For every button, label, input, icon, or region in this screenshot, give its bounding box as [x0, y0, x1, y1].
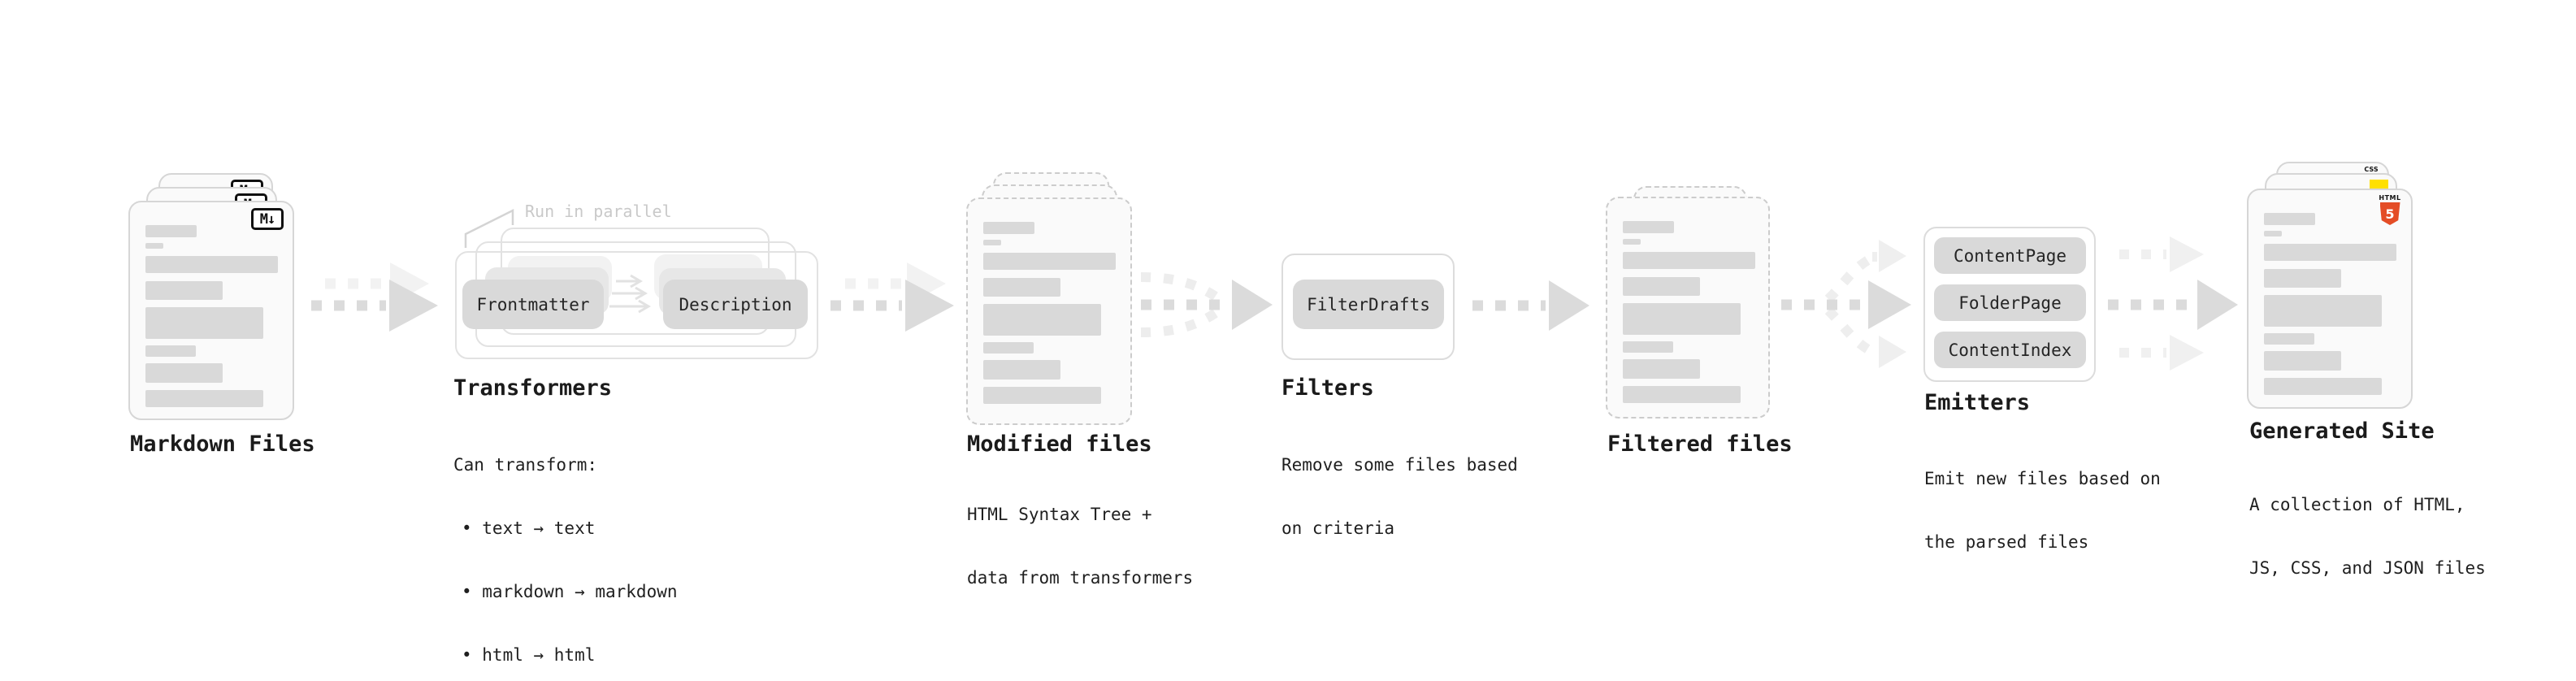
- pill-frontmatter: Frontmatter: [462, 280, 604, 329]
- skeleton-bar: [145, 225, 197, 237]
- arrow-markdown-to-transformers: [311, 262, 438, 332]
- skeleton-bar: [983, 342, 1034, 354]
- skeleton-bar: [2264, 269, 2341, 288]
- skeleton-bar: [2264, 295, 2382, 327]
- filtered-files-label: Filtered files: [1607, 432, 1793, 457]
- skeleton-bar: [983, 222, 1034, 234]
- modified-files-label: Modified files: [967, 432, 1152, 457]
- pill-contentindex: ContentIndex: [1934, 332, 2086, 368]
- skeleton-bar: [2264, 351, 2341, 371]
- modified-files-caption: HTML Syntax Tree + data from transformer…: [967, 505, 1194, 588]
- skeleton-bar: [2264, 213, 2315, 225]
- skeleton-bar: [983, 360, 1060, 380]
- skeleton-bar: [2264, 231, 2282, 236]
- filters-label: Filters: [1281, 375, 1374, 401]
- js-file-icon: [2370, 180, 2388, 189]
- skeleton-bar: [145, 256, 278, 273]
- html5-logo-icon: HTML 5: [2379, 194, 2401, 225]
- skeleton-bar: [2264, 333, 2314, 345]
- markdown-files-label: Markdown Files: [130, 432, 315, 457]
- pill-filterdrafts: FilterDrafts: [1293, 280, 1444, 329]
- generated-site-caption: A collection of HTML, JS, CSS, and JSON …: [2249, 495, 2486, 578]
- skeleton-bar: [145, 281, 223, 300]
- pill-folderpage: FolderPage: [1934, 284, 2086, 321]
- skeleton-bar: [145, 307, 263, 339]
- skeleton-bar: [145, 345, 196, 357]
- skeleton-bar: [1623, 341, 1673, 353]
- arrow-filtered-to-emitters-fanout: [1781, 240, 1911, 368]
- generated-site-card: HTML 5: [2247, 189, 2413, 409]
- skeleton-bar: [1623, 359, 1700, 379]
- arrow-emitters-to-generated: [2108, 236, 2238, 371]
- skeleton-bar: [1623, 239, 1641, 245]
- markdown-file-card: M↓: [128, 201, 294, 420]
- filters-caption: Remove some files based on criteria: [1281, 455, 1518, 538]
- skeleton-bar: [2264, 378, 2382, 395]
- emitters-label: Emitters: [1924, 390, 2031, 415]
- transformers-caption: Can transform: • text → text • markdown …: [453, 455, 678, 665]
- skeleton-bar: [1623, 277, 1700, 296]
- filtered-file-card: [1606, 197, 1770, 419]
- skeleton-bar: [1623, 252, 1755, 269]
- skeleton-bar: [983, 278, 1060, 297]
- generated-site-label: Generated Site: [2249, 419, 2435, 444]
- modified-file-card: [966, 197, 1132, 425]
- skeleton-bar: [983, 304, 1101, 336]
- skeleton-bar: [145, 243, 163, 249]
- markdown-badge-icon: M↓: [251, 208, 284, 230]
- pill-contentpage: ContentPage: [1934, 237, 2086, 274]
- emitters-caption: Emit new files based on the parsed files: [1924, 469, 2161, 552]
- skeleton-bar: [983, 253, 1116, 270]
- skeleton-bar: [1623, 221, 1674, 233]
- run-in-parallel-annotation: Run in parallel: [525, 202, 672, 221]
- arrow-filters-to-filtered: [1472, 280, 1589, 331]
- skeleton-bar: [2264, 244, 2396, 261]
- pill-description: Description: [663, 280, 808, 329]
- skeleton-bar: [1623, 386, 1741, 403]
- arrow-modified-to-filters-merge: [1140, 272, 1273, 337]
- transformer-box-front: [455, 251, 818, 359]
- skeleton-bar: [1623, 303, 1741, 335]
- skeleton-bar: [145, 390, 263, 407]
- arrow-transformers-to-modified: [830, 262, 954, 332]
- skeleton-bar: [983, 387, 1101, 404]
- transformers-label: Transformers: [453, 375, 613, 401]
- skeleton-bar: [983, 240, 1001, 245]
- skeleton-bar: [145, 363, 223, 383]
